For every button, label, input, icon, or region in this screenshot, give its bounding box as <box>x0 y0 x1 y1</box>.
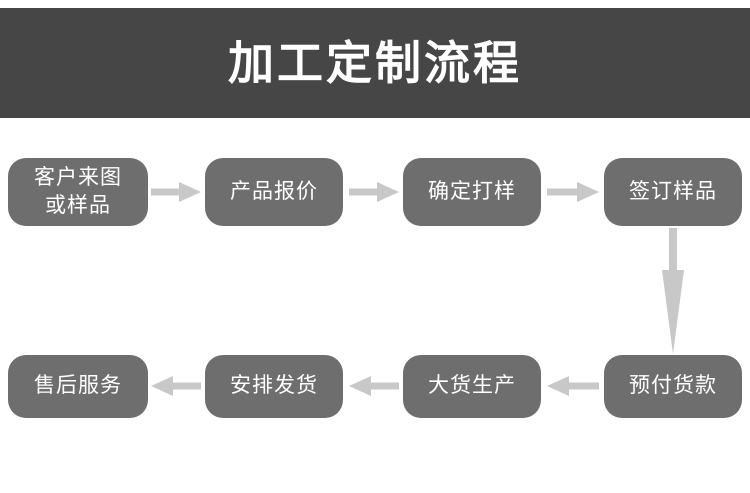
flow-node-step-6[interactable]: 大货生产 <box>403 355 541 418</box>
flow-node-label: 预付货款 <box>629 374 717 398</box>
arrow-right-icon-1 <box>151 179 201 205</box>
arrow-left-icon-2 <box>349 373 399 399</box>
flow-node-label: 签订样品 <box>629 179 717 203</box>
flow-node-step-2[interactable]: 产品报价 <box>205 158 343 226</box>
arrow-right-icon-2 <box>349 179 399 205</box>
flow-node-label: 安排发货 <box>230 374 318 398</box>
flowchart-canvas: 客户来图 或样品 产品报价 确定打样 签订样品 售后服务 安排 <box>0 118 750 493</box>
flow-node-label: 售后服务 <box>34 374 122 398</box>
flow-node-label: 大货生产 <box>428 374 516 398</box>
flow-node-step-8[interactable]: 售后服务 <box>8 355 148 418</box>
flow-node-label: 客户来图 或样品 <box>34 164 122 221</box>
arrow-down-icon-1 <box>658 228 688 354</box>
flow-node-step-7[interactable]: 安排发货 <box>205 355 343 418</box>
arrow-left-icon-3 <box>547 373 599 399</box>
flow-node-step-5[interactable]: 预付货款 <box>604 355 742 418</box>
header-banner: 加工定制流程 <box>0 8 750 118</box>
arrow-left-icon-1 <box>151 373 201 399</box>
flow-node-label-line1: 客户来图 <box>34 165 122 189</box>
flow-node-label: 产品报价 <box>230 179 318 203</box>
arrow-right-icon-3 <box>547 179 599 205</box>
flow-node-step-4[interactable]: 签订样品 <box>604 158 742 226</box>
flow-node-label-line2: 或样品 <box>45 194 111 217</box>
flow-node-label: 确定打样 <box>428 179 516 203</box>
flow-node-step-3[interactable]: 确定打样 <box>403 158 541 226</box>
flow-node-step-1[interactable]: 客户来图 或样品 <box>8 158 148 226</box>
page-title: 加工定制流程 <box>228 37 522 89</box>
